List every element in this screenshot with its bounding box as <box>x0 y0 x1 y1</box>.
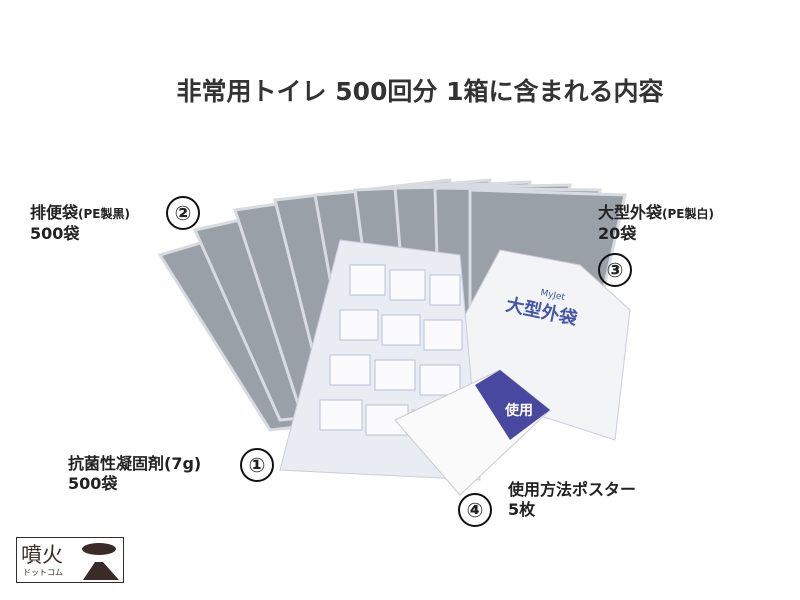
page-title: 非常用トイレ 500回分 1箱に含まれる内容 <box>176 77 664 106</box>
logo: 噴火 ドットコム <box>16 537 124 583</box>
product-photo: 大型外袋 MyJet 使用 <box>157 178 631 496</box>
item-2-label: 排便袋(PE製黒)500袋 <box>30 203 130 243</box>
item-1-number: ① <box>240 448 274 482</box>
volcano-icon <box>82 543 119 580</box>
item-3-label: 大型外袋(PE製白)20袋 <box>598 203 714 243</box>
item-1-label: 抗菌性凝固剤(7g)500袋 <box>68 454 202 493</box>
svg-text:使用: 使用 <box>504 402 533 419</box>
item-2-number: ② <box>166 196 200 230</box>
item-3-number: ③ <box>598 253 632 287</box>
poster: 使用 <box>394 369 551 496</box>
item-4-number: ④ <box>458 493 492 527</box>
